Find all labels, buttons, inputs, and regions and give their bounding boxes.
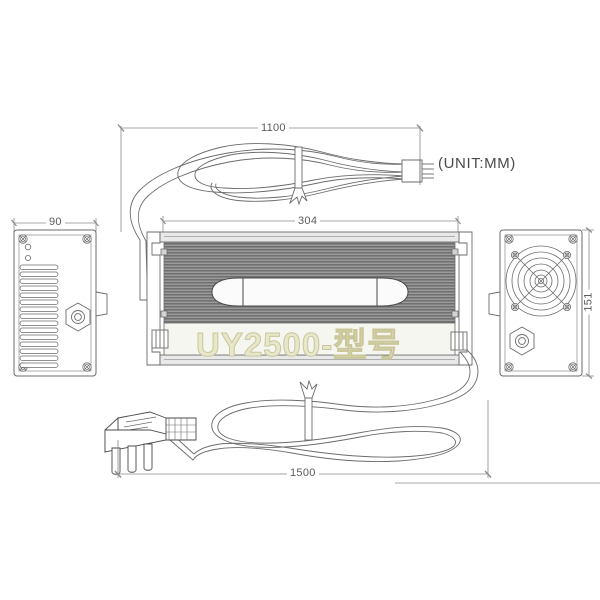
- fan-grille: [505, 245, 577, 317]
- cable-gland-right: [450, 331, 468, 351]
- unit-note: (UNIT:MM): [438, 155, 516, 172]
- dimension-label-304: 304: [295, 215, 321, 227]
- dimension-label-1500: 1500: [287, 467, 319, 479]
- cable-gland-left: [151, 329, 169, 349]
- dimension-label-151: 151: [582, 289, 595, 315]
- hex-nut-left: [65, 302, 91, 332]
- side-tab-right: [488, 291, 501, 317]
- cable-tie-bottom: [299, 379, 318, 441]
- led-indicators: [24, 243, 32, 261]
- front-view-body: [146, 231, 473, 366]
- dimension-1100: [117, 124, 424, 232]
- dimension-label-90: 90: [46, 216, 65, 228]
- vent-slots: [19, 264, 59, 368]
- center-oval-plate: [211, 277, 409, 307]
- left-end-view: [11, 218, 108, 377]
- product-label: UY2500-型号: [195, 326, 402, 363]
- right-end-view: [488, 227, 594, 379]
- side-tab-left: [95, 291, 108, 317]
- ac-power-plug: [104, 411, 197, 475]
- dimension-label-1100: 1100: [258, 122, 289, 134]
- cable-tie-top: [289, 146, 308, 206]
- hex-nut-right: [509, 326, 535, 356]
- input-cable-coil: [159, 349, 479, 462]
- dc-output-connector: [401, 159, 434, 183]
